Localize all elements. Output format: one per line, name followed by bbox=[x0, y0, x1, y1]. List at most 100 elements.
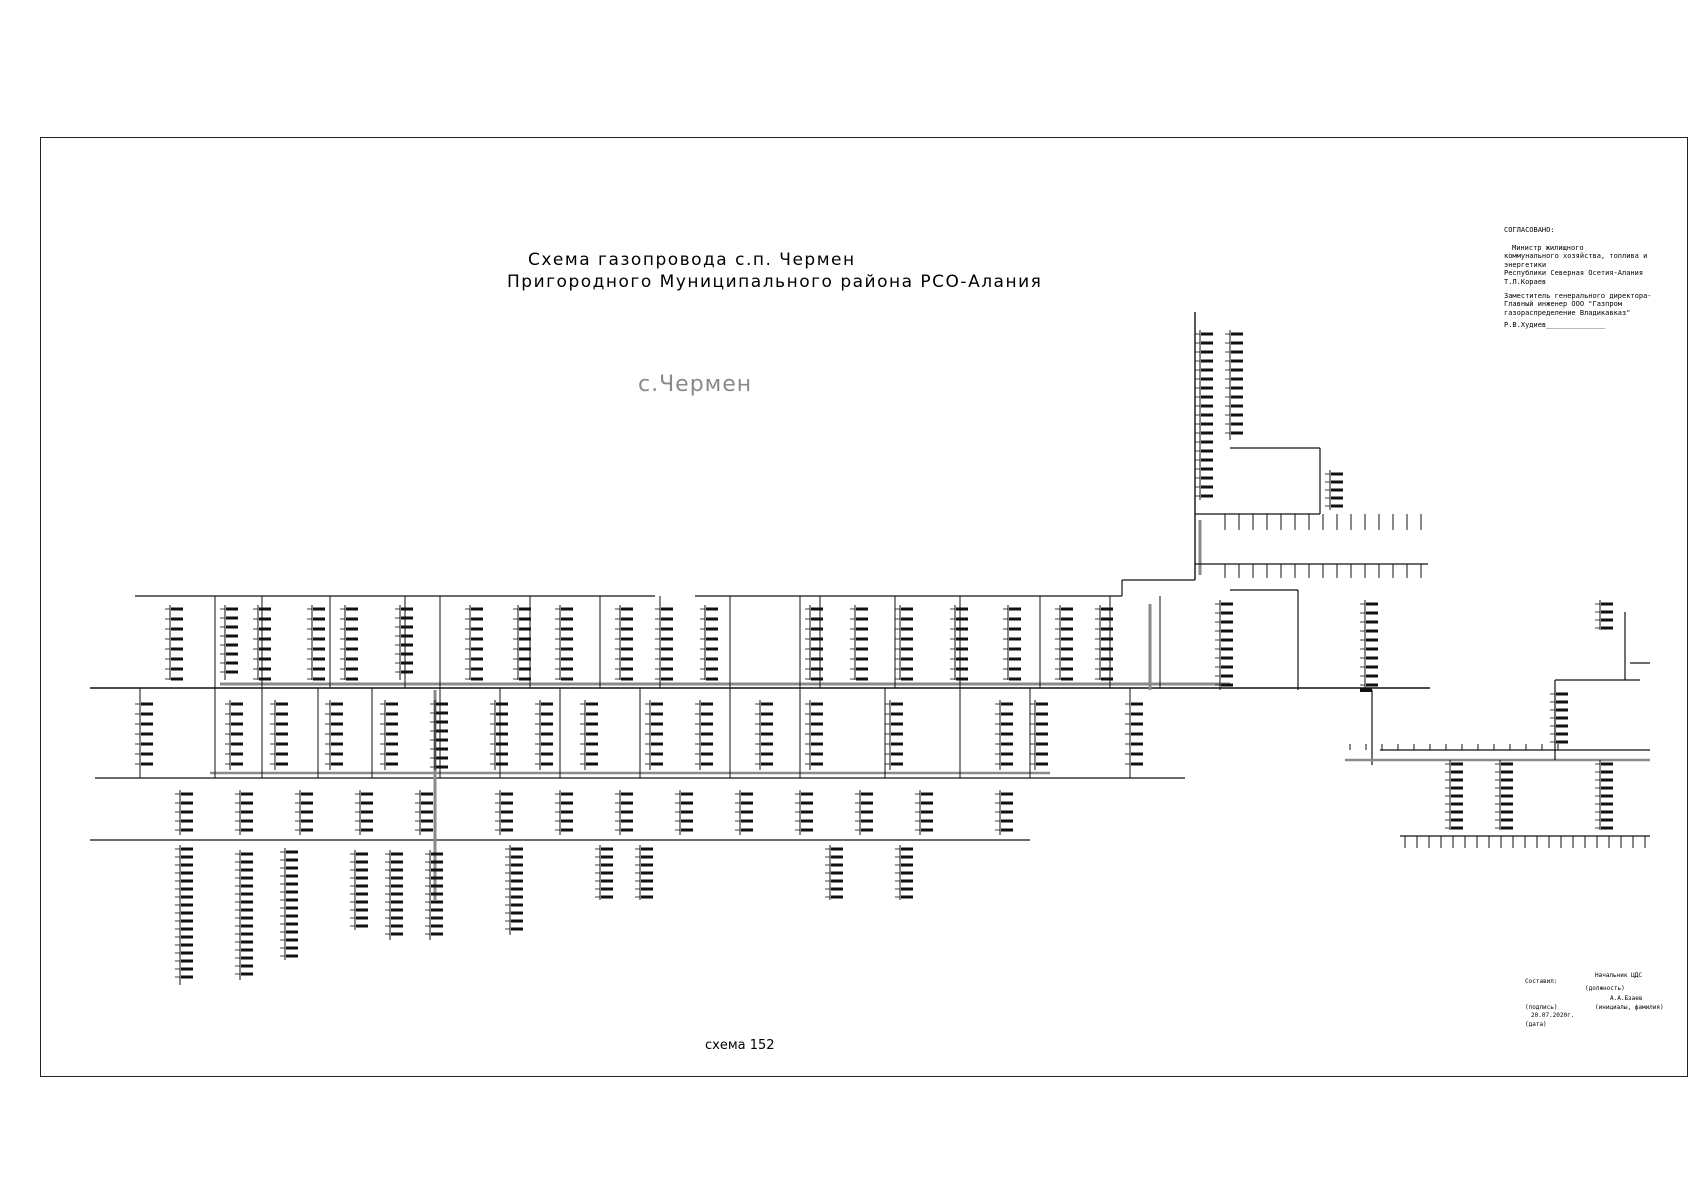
house-connection bbox=[1221, 674, 1233, 678]
house-connection bbox=[661, 617, 673, 621]
house-connection bbox=[356, 876, 368, 880]
house-connection bbox=[286, 938, 298, 942]
stamp-composed-label: Составил: bbox=[1525, 978, 1558, 985]
house-connection bbox=[471, 637, 483, 641]
house-connection bbox=[1061, 647, 1073, 651]
house-connection bbox=[241, 924, 253, 928]
house-connection bbox=[1036, 732, 1048, 736]
house-connection bbox=[141, 752, 153, 756]
house-connection bbox=[1331, 472, 1343, 476]
approval-line: энергетики bbox=[1504, 260, 1547, 269]
house-connection bbox=[226, 625, 238, 629]
house-connection bbox=[651, 732, 663, 736]
house-connection bbox=[421, 801, 433, 805]
house-connection bbox=[901, 879, 913, 883]
house-connection bbox=[891, 722, 903, 726]
house-connection bbox=[741, 819, 753, 823]
house-connection bbox=[1131, 752, 1143, 756]
house-connection bbox=[431, 908, 443, 912]
house-connection bbox=[1221, 629, 1233, 633]
house-connection bbox=[181, 792, 193, 796]
title-stamp: Составил: Начальник ЦДС (должность) А.А.… bbox=[1525, 972, 1664, 1032]
house-connection bbox=[1556, 708, 1568, 712]
house-connection bbox=[956, 627, 968, 631]
house-connection bbox=[811, 742, 823, 746]
house-connection bbox=[541, 742, 553, 746]
house-connection bbox=[811, 762, 823, 766]
house-connection bbox=[226, 661, 238, 665]
house-connection bbox=[259, 617, 271, 621]
house-connection bbox=[621, 819, 633, 823]
house-connection bbox=[601, 879, 613, 883]
house-connection bbox=[811, 732, 823, 736]
house-connection bbox=[171, 637, 183, 641]
house-connection bbox=[1009, 617, 1021, 621]
house-connection bbox=[586, 742, 598, 746]
house-connection bbox=[276, 762, 288, 766]
house-connection bbox=[641, 879, 653, 883]
house-connection bbox=[1036, 712, 1048, 716]
house-connection bbox=[1131, 712, 1143, 716]
house-connection bbox=[891, 742, 903, 746]
house-connection bbox=[436, 738, 448, 742]
house-connection bbox=[471, 647, 483, 651]
house-connection bbox=[1131, 742, 1143, 746]
house-connection bbox=[436, 765, 448, 769]
house-connection bbox=[391, 916, 403, 920]
house-connection bbox=[241, 792, 253, 796]
house-connection bbox=[661, 667, 673, 671]
house-connection bbox=[1221, 647, 1233, 651]
house-connection bbox=[1001, 828, 1013, 832]
house-connection bbox=[471, 627, 483, 631]
house-connection bbox=[356, 916, 368, 920]
house-connection bbox=[901, 847, 913, 851]
house-connection bbox=[346, 667, 358, 671]
house-connection bbox=[346, 647, 358, 651]
house-connection bbox=[706, 667, 718, 671]
house-connection bbox=[141, 742, 153, 746]
house-connection bbox=[1451, 786, 1463, 790]
house-connection bbox=[391, 892, 403, 896]
house-connection bbox=[386, 722, 398, 726]
house-connection bbox=[1231, 359, 1243, 363]
house-connection bbox=[701, 752, 713, 756]
house-connection bbox=[921, 810, 933, 814]
house-connection bbox=[231, 722, 243, 726]
house-connection bbox=[761, 722, 773, 726]
house-connection bbox=[171, 677, 183, 681]
house-connection bbox=[921, 792, 933, 796]
house-connection bbox=[641, 895, 653, 899]
schema-number: схема 152 bbox=[705, 1038, 775, 1053]
house-connection bbox=[313, 667, 325, 671]
house-connection bbox=[641, 887, 653, 891]
house-connection bbox=[1601, 610, 1613, 614]
house-connection bbox=[241, 876, 253, 880]
house-connection bbox=[641, 847, 653, 851]
house-connection bbox=[401, 634, 413, 638]
house-connection bbox=[286, 946, 298, 950]
house-connection bbox=[241, 810, 253, 814]
house-connection bbox=[276, 732, 288, 736]
house-connection bbox=[1451, 794, 1463, 798]
house-connection bbox=[901, 627, 913, 631]
drawing-frame bbox=[40, 137, 1688, 1077]
house-connection bbox=[621, 607, 633, 611]
house-connection bbox=[641, 871, 653, 875]
house-connection bbox=[181, 855, 193, 859]
house-connection bbox=[391, 876, 403, 880]
house-connection bbox=[586, 732, 598, 736]
house-connection bbox=[831, 847, 843, 851]
house-connection bbox=[421, 792, 433, 796]
house-connection bbox=[661, 607, 673, 611]
house-connection bbox=[1001, 801, 1013, 805]
house-connection bbox=[701, 722, 713, 726]
house-connection bbox=[496, 702, 508, 706]
house-connection bbox=[391, 924, 403, 928]
house-connection bbox=[241, 801, 253, 805]
house-connection bbox=[901, 667, 913, 671]
house-connection bbox=[561, 810, 573, 814]
house-connection bbox=[701, 702, 713, 706]
house-connection bbox=[1451, 810, 1463, 814]
house-connection bbox=[1061, 677, 1073, 681]
